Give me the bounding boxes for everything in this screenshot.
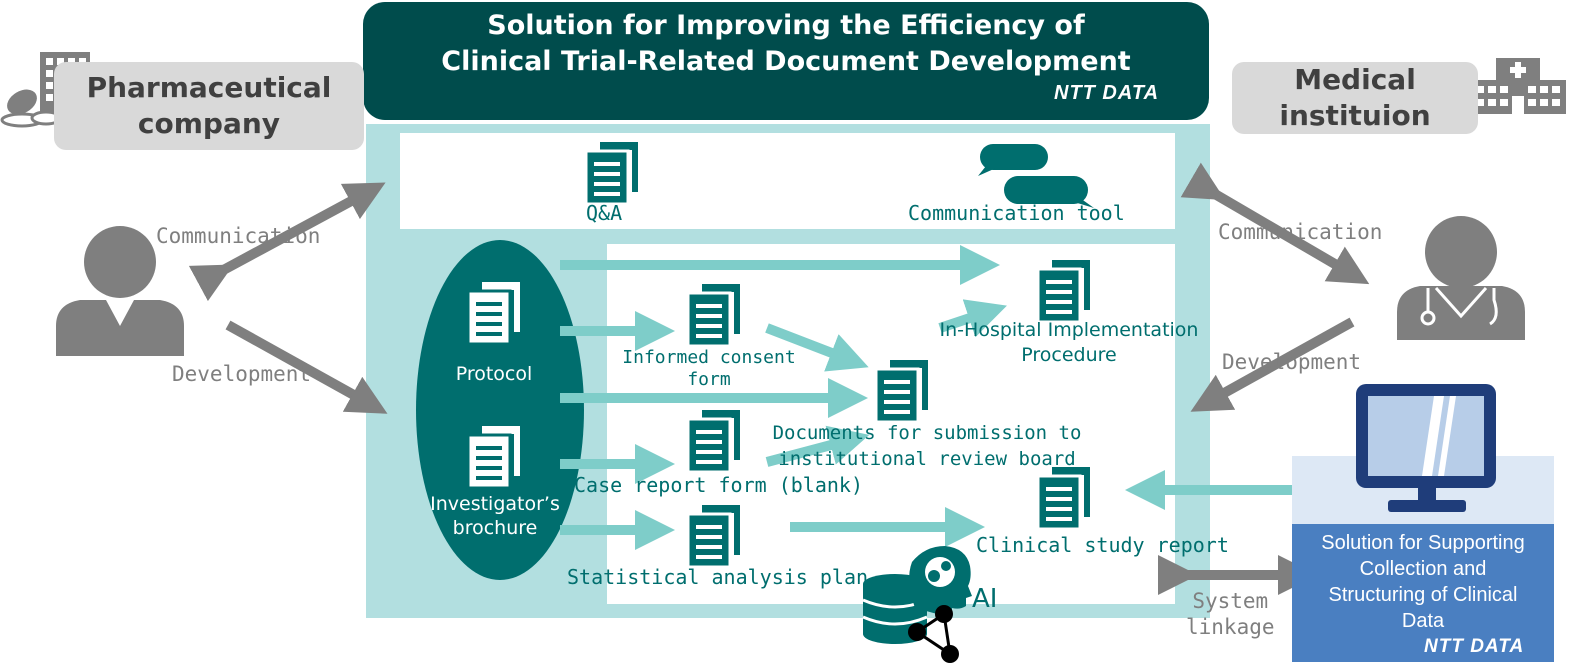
in-hospital-line-1: In-Hospital Implementation bbox=[939, 319, 1199, 341]
left-communication-label: Communication bbox=[156, 224, 321, 248]
system-linkage-line-2: linkage bbox=[1186, 615, 1275, 639]
investigators-brochure-label: Investigator’s brochure bbox=[400, 492, 590, 540]
informed-consent-line-2: form bbox=[687, 369, 731, 390]
left-communication-arrow bbox=[188, 182, 386, 302]
network-icon bbox=[908, 605, 959, 663]
informed-consent-label: Informed consent form bbox=[606, 347, 812, 391]
pharma-person-icon bbox=[56, 226, 184, 356]
page-title: Solution for Improving the Efficiency of… bbox=[363, 8, 1209, 80]
pharmaceutical-company-label: Pharmaceutical company bbox=[54, 62, 364, 150]
pharma-label-line-2: company bbox=[137, 107, 281, 140]
title-line-2: Clinical Trial-Related Document Developm… bbox=[441, 46, 1131, 77]
right-communication-label: Communication bbox=[1218, 220, 1383, 244]
informed-consent-line-1: Informed consent bbox=[622, 347, 796, 368]
chat-bubbles-icon bbox=[978, 144, 1094, 208]
support-line-4: Data bbox=[1401, 610, 1445, 632]
irb-line-1: Documents for submission to bbox=[772, 422, 1082, 444]
support-solution-box bbox=[1292, 524, 1554, 662]
irb-line-2: institutional review board bbox=[778, 448, 1076, 470]
system-linkage-label: System linkage bbox=[1186, 588, 1275, 640]
support-ntt-data-logo: NTT DATA bbox=[1424, 636, 1525, 657]
medical-institution-label: Medical instituion bbox=[1232, 62, 1478, 134]
case-report-label: Case report form (blank) bbox=[574, 473, 863, 497]
left-development-label: Development bbox=[172, 362, 312, 386]
brochure-line-2: brochure bbox=[452, 517, 538, 539]
clinical-study-report-label: Clinical study report bbox=[976, 533, 1229, 557]
support-line-1: Solution for Supporting bbox=[1321, 532, 1525, 554]
qa-label: Q&A bbox=[586, 201, 623, 225]
support-line-3: Structuring of Clinical bbox=[1328, 584, 1518, 606]
support-solution-text: Solution for Supporting Collection and S… bbox=[1292, 530, 1554, 634]
right-communication-arrow bbox=[1180, 162, 1370, 285]
in-hospital-procedure-label: In-Hospital Implementation Procedure bbox=[924, 318, 1214, 368]
system-linkage-line-1: System bbox=[1192, 589, 1269, 613]
doctor-icon bbox=[1397, 216, 1525, 340]
input-ellipse bbox=[416, 240, 584, 580]
title-line-1: Solution for Improving the Efficiency of bbox=[487, 10, 1085, 41]
title-banner bbox=[363, 2, 1209, 120]
ai-label: AI bbox=[972, 584, 998, 614]
left-development-arrow bbox=[225, 320, 388, 414]
medical-label-line-2: instituion bbox=[1279, 99, 1431, 132]
pharma-label-line-1: Pharmaceutical bbox=[86, 71, 332, 104]
right-development-label: Development bbox=[1222, 350, 1362, 374]
medical-label-line-1: Medical bbox=[1294, 63, 1416, 96]
brochure-line-1: Investigator’s bbox=[430, 493, 560, 515]
communication-tool-label: Communication tool bbox=[908, 201, 1125, 225]
support-line-2: Collection and bbox=[1359, 558, 1487, 580]
right-development-arrow bbox=[1190, 317, 1355, 412]
ai-brain-head-icon bbox=[909, 546, 972, 618]
title-ntt-data-logo: NTT DATA bbox=[1054, 82, 1160, 104]
monitor-icon bbox=[1356, 384, 1496, 512]
protocol-label: Protocol bbox=[455, 363, 533, 385]
in-hospital-line-2: Procedure bbox=[1021, 344, 1117, 366]
irb-documents-label: Documents for submission to institutiona… bbox=[762, 420, 1092, 472]
statistical-plan-label: Statistical analysis plan bbox=[567, 565, 869, 589]
hospital-icon bbox=[1470, 58, 1566, 114]
